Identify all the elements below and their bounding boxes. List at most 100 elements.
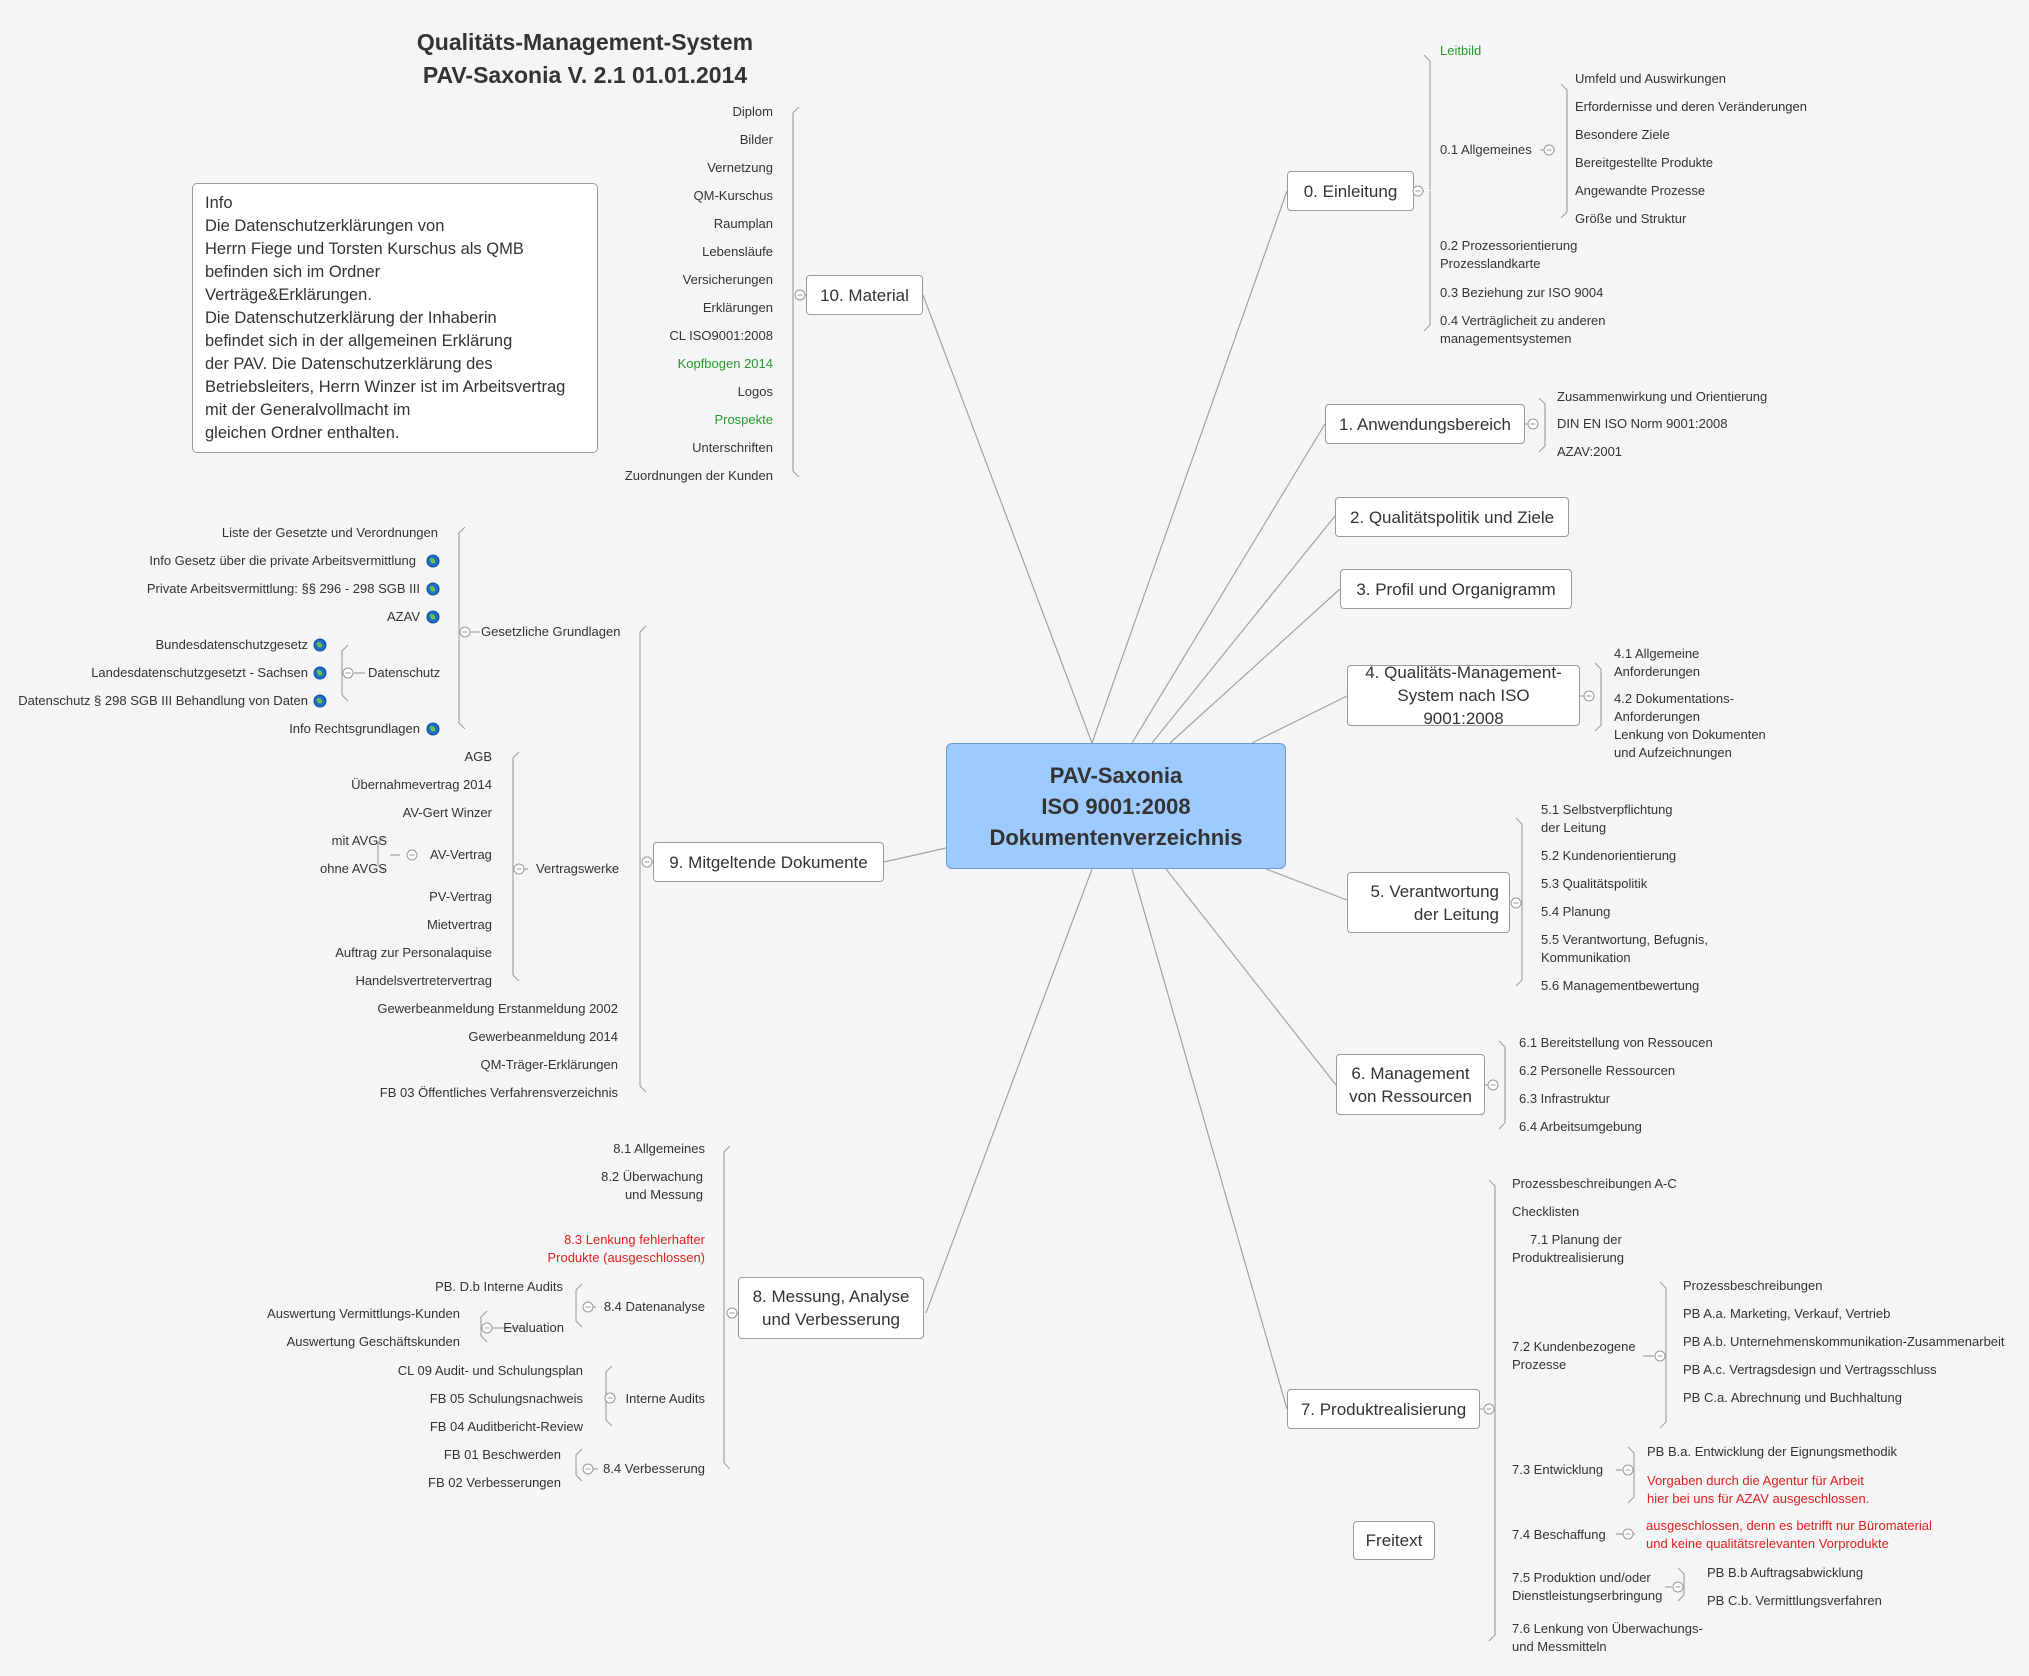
node-unterschriften[interactable]: Unterschriften <box>692 440 773 455</box>
node-fb02[interactable]: FB 02 Verbesserungen <box>428 1475 561 1490</box>
node-gewerbeanmeldung-2014[interactable]: Gewerbeanmeldung 2014 <box>468 1029 618 1044</box>
node-84-verbesserung[interactable]: 8.4 Verbesserung <box>603 1461 705 1476</box>
node-pb-cb[interactable]: PB C.b. Vermittlungsverfahren <box>1707 1593 1882 1608</box>
node-qm-traeger[interactable]: QM-Träger-Erklärungen <box>480 1057 618 1072</box>
node-ohne-avgs[interactable]: ohne AVGS <box>320 861 387 876</box>
topic-verantwortung[interactable]: 5. Verantwortung der Leitung <box>1347 872 1510 933</box>
topic-produktrealisierung[interactable]: 7. Produktrealisierung <box>1287 1389 1480 1429</box>
node-cl09[interactable]: CL 09 Audit- und Schulungsplan <box>397 1363 583 1378</box>
collapse-icon[interactable] <box>1412 185 1424 197</box>
node-prozessbeschreibungen-ac[interactable]: Prozessbeschreibungen A-C <box>1512 1176 1677 1191</box>
collapse-icon[interactable] <box>459 626 471 638</box>
node-mietvertrag[interactable]: Mietvertrag <box>426 917 492 932</box>
node-cl-iso[interactable]: CL ISO9001:2008 <box>669 328 773 343</box>
freitext-topic[interactable]: Freitext <box>1353 1521 1435 1560</box>
node-av-gert-winzer[interactable]: AV-Gert Winzer <box>402 805 492 820</box>
node-pb-ca[interactable]: PB C.a. Abrechnung und Buchhaltung <box>1683 1390 1902 1405</box>
node-planung[interactable]: 5.4 Planung <box>1541 904 1611 919</box>
topic-messung[interactable]: 8. Messung, Analyse und Verbesserung <box>738 1277 924 1339</box>
node-erklaerungen[interactable]: Erklärungen <box>702 300 773 315</box>
node-vorgaben-agentur[interactable]: Vorgaben durch die Agentur für Arbeit hi… <box>1647 1472 1869 1508</box>
node-produkte[interactable]: Bereitgestellte Produkte <box>1575 155 1714 170</box>
node-selbstverpflichtung[interactable]: 5.1 Selbstverpflichtung der Leitung <box>1541 801 1673 837</box>
collapse-icon[interactable] <box>513 863 525 875</box>
node-auftrag-personalaquise[interactable]: Auftrag zur Personalaquise <box>335 945 492 960</box>
collapse-icon[interactable] <box>1543 144 1555 156</box>
node-landesdatenschutz[interactable]: Landesdatenschutzgesetzt - Sachsen <box>91 665 308 680</box>
collapse-icon[interactable] <box>1487 1079 1499 1091</box>
collapse-icon[interactable] <box>1510 897 1522 909</box>
node-vertraeglichkeit[interactable]: 0.4 Verträglicheit zu anderen management… <box>1440 312 1606 348</box>
topic-einleitung[interactable]: 0. Einleitung <box>1287 171 1414 211</box>
node-ziele[interactable]: Besondere Ziele <box>1575 127 1670 142</box>
node-prozesse[interactable]: Angewandte Prozesse <box>1575 183 1706 198</box>
node-beziehung-iso[interactable]: 0.3 Beziehung zur ISO 9004 <box>1440 285 1604 300</box>
node-kopfbogen[interactable]: Kopfbogen 2014 <box>677 356 773 371</box>
node-av-vertrag[interactable]: AV-Vertrag <box>430 847 492 862</box>
central-topic[interactable]: PAV-Saxonia ISO 9001:2008 Dokumentenverz… <box>946 743 1286 869</box>
node-entwicklung[interactable]: 7.3 Entwicklung <box>1512 1462 1604 1477</box>
collapse-icon[interactable] <box>1527 418 1539 430</box>
collapse-icon[interactable] <box>726 1307 738 1319</box>
node-bundesdatenschutz[interactable]: Bundesdatenschutzgesetz <box>155 637 309 652</box>
node-fb03[interactable]: FB 03 Öffentliches Verfahrensverzeichnis <box>379 1085 618 1100</box>
node-bilder[interactable]: Bilder <box>739 132 773 147</box>
node-83-lenkung[interactable]: 8.3 Lenkung fehlerhafter Produkte (ausge… <box>547 1231 705 1267</box>
collapse-icon[interactable] <box>1583 690 1595 702</box>
node-datenschutz[interactable]: Datenschutz <box>368 665 441 680</box>
node-arbeitsumgebung[interactable]: 6.4 Arbeitsumgebung <box>1519 1119 1642 1134</box>
globe-link-icon[interactable] <box>313 666 327 680</box>
node-umfeld[interactable]: Umfeld und Auswirkungen <box>1575 71 1727 86</box>
topic-qualitaetspolitik[interactable]: 2. Qualitätspolitik und Ziele <box>1335 497 1569 537</box>
node-azav[interactable]: AZAV:2001 <box>1557 444 1623 459</box>
node-82-ueberwachung[interactable]: 8.2 Überwachung und Messung <box>601 1168 703 1204</box>
collapse-icon[interactable] <box>406 849 418 861</box>
node-raumplan[interactable]: Raumplan <box>713 216 773 231</box>
node-pb-bb[interactable]: PB B.b Auftragsabwicklung <box>1707 1565 1864 1580</box>
node-pv-vertrag[interactable]: PV-Vertrag <box>429 889 492 904</box>
node-kundenorientierung[interactable]: 5.2 Kundenorientierung <box>1541 848 1677 863</box>
node-auswertung-vermittlung[interactable]: Auswertung Vermittlungs-Kunden <box>267 1306 460 1321</box>
node-prozessorientierung[interactable]: 0.2 Prozessorientierung Prozesslandkarte <box>1440 237 1577 273</box>
topic-ressourcen[interactable]: 6. Management von Ressourcen <box>1336 1054 1485 1115</box>
collapse-icon[interactable] <box>481 1322 493 1334</box>
globe-link-icon[interactable] <box>426 610 440 624</box>
node-versicherungen[interactable]: Versicherungen <box>682 272 773 287</box>
node-groesse[interactable]: Größe und Struktur <box>1575 211 1687 226</box>
node-info-gesetz[interactable]: Info Gesetz über die private Arbeitsverm… <box>149 553 416 568</box>
node-81-allgemeines[interactable]: 8.1 Allgemeines <box>613 1141 705 1156</box>
topic-mitgeltende[interactable]: 9. Mitgeltende Dokumente <box>653 842 884 882</box>
node-beschaffung[interactable]: 7.4 Beschaffung <box>1512 1527 1606 1542</box>
node-mit-avgs[interactable]: mit AVGS <box>331 833 387 848</box>
node-pb-db[interactable]: PB. D.b Interne Audits <box>435 1279 563 1294</box>
node-checklisten[interactable]: Checklisten <box>1512 1204 1580 1219</box>
collapse-icon[interactable] <box>582 1301 594 1313</box>
collapse-icon[interactable] <box>342 667 354 679</box>
node-evaluation[interactable]: Evaluation <box>503 1320 564 1335</box>
node-diplom[interactable]: Diplom <box>732 104 773 119</box>
node-datenschutz-298[interactable]: Datenschutz § 298 SGB III Behandlung von… <box>18 693 308 708</box>
node-infrastruktur[interactable]: 6.3 Infrastruktur <box>1519 1091 1611 1106</box>
node-kundenbezogene-prozesse[interactable]: 7.2 Kundenbezogene Prozesse <box>1512 1338 1636 1374</box>
info-note[interactable]: Info Die Datenschutzerklärungen von Herr… <box>192 183 598 453</box>
node-leitbild[interactable]: Leitbild <box>1440 43 1482 58</box>
node-gewerbeanmeldung-2002[interactable]: Gewerbeanmeldung Erstanmeldung 2002 <box>377 1001 618 1016</box>
node-private-arbeitsvermittlung[interactable]: Private Arbeitsvermittlung: §§ 296 - 298… <box>146 581 420 596</box>
node-agb[interactable]: AGB <box>464 749 492 764</box>
node-vertragswerke[interactable]: Vertragswerke <box>536 861 620 876</box>
globe-link-icon[interactable] <box>426 554 440 568</box>
node-fb01[interactable]: FB 01 Beschwerden <box>443 1447 561 1462</box>
node-logos[interactable]: Logos <box>737 384 773 399</box>
node-fb04[interactable]: FB 04 Auditbericht-Review <box>429 1419 583 1434</box>
node-verantwortung-befugnis[interactable]: 5.5 Verantwortung, Befugnis, Kommunikati… <box>1541 931 1708 967</box>
node-allgemeine-anforderungen[interactable]: 4.1 Allgemeine Anforderungen <box>1614 645 1700 681</box>
topic-profil[interactable]: 3. Profil und Organigramm <box>1340 569 1572 609</box>
node-prospekte[interactable]: Prospekte <box>714 412 773 427</box>
node-lenkung-ueberwachung[interactable]: 7.6 Lenkung von Überwachungs- und Messmi… <box>1512 1620 1703 1656</box>
node-liste-gesetze[interactable]: Liste der Gesetzte und Verordnungen <box>221 525 438 540</box>
collapse-icon[interactable] <box>794 289 806 301</box>
node-dokumentations-anforderungen[interactable]: 4.2 Dokumentations- Anforderungen Lenkun… <box>1614 690 1766 762</box>
node-vernetzung[interactable]: Vernetzung <box>707 160 773 175</box>
node-84-datenanalyse[interactable]: 8.4 Datenanalyse <box>603 1299 705 1314</box>
node-produktion-dienstleistung[interactable]: 7.5 Produktion und/oder Dienstleistungse… <box>1512 1569 1662 1605</box>
